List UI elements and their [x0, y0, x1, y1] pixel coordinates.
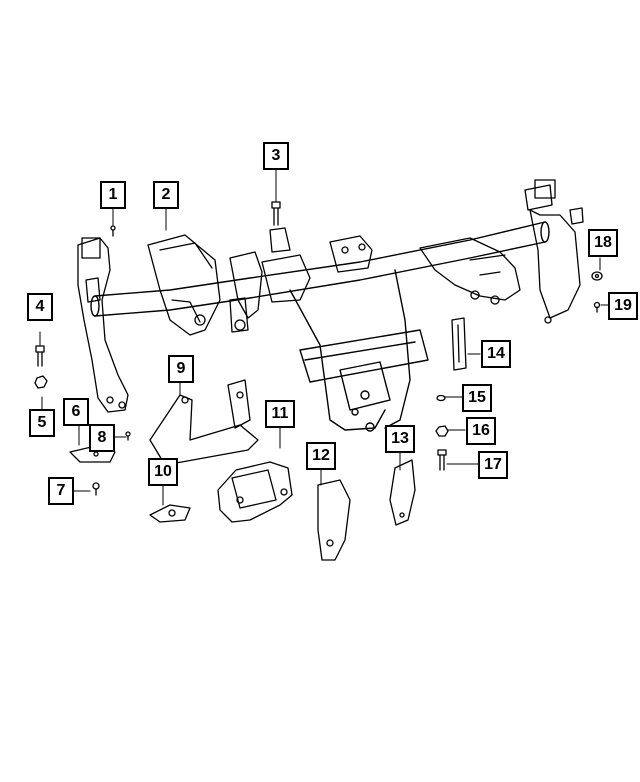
callout-number: 14 — [487, 345, 505, 362]
brace-13 — [389, 459, 416, 526]
screw-8 — [125, 431, 131, 441]
callout-number: 10 — [154, 463, 172, 480]
left-end-bracket — [77, 237, 129, 413]
callout-number: 12 — [312, 447, 330, 464]
callout-18: 18 — [588, 229, 618, 257]
bolt-17 — [437, 449, 447, 471]
bracket-12 — [317, 479, 351, 561]
callout-number: 2 — [161, 186, 171, 203]
callout-number: 5 — [37, 414, 47, 431]
callout-number: 3 — [271, 147, 281, 164]
callout-number: 4 — [35, 298, 45, 315]
strip-14 — [451, 317, 467, 371]
callout-12: 12 — [306, 442, 336, 470]
callout-number: 8 — [97, 429, 107, 446]
callout-number: 17 — [484, 456, 502, 473]
bolt-4 — [35, 345, 45, 367]
bracket-11 — [217, 461, 293, 523]
callout-11: 11 — [265, 400, 295, 428]
callout-number: 18 — [594, 234, 612, 251]
callout-4: 4 — [27, 293, 53, 321]
right-bracket-assembly — [419, 179, 584, 324]
bracket-10 — [149, 504, 191, 523]
callout-number: 16 — [472, 422, 490, 439]
callout-2: 2 — [153, 181, 179, 209]
nut-16 — [435, 425, 449, 437]
callout-number: 15 — [468, 389, 486, 406]
cross-car-beam — [90, 221, 550, 317]
steering-support — [147, 234, 249, 336]
callout-19: 19 — [608, 292, 638, 320]
bracket-9 — [149, 379, 259, 466]
nut-5 — [34, 375, 48, 389]
leader-lines — [39, 169, 612, 506]
callout-7: 7 — [48, 477, 74, 505]
callout-number: 6 — [71, 403, 81, 420]
callout-15: 15 — [462, 384, 492, 412]
callout-number: 7 — [56, 482, 66, 499]
callout-9: 9 — [168, 355, 194, 383]
nut-15 — [436, 394, 446, 402]
callout-1: 1 — [100, 181, 126, 209]
center-stack-frame — [289, 269, 429, 432]
callout-6: 6 — [63, 398, 89, 426]
callout-8: 8 — [89, 424, 115, 452]
callout-number: 13 — [391, 430, 409, 447]
screw-19 — [593, 301, 601, 313]
washer-18 — [591, 271, 603, 281]
screw-7 — [92, 482, 100, 496]
screw-1 — [110, 225, 116, 237]
callout-16: 16 — [466, 417, 496, 445]
callout-10: 10 — [148, 458, 178, 486]
callout-17: 17 — [478, 451, 508, 479]
bolt-3 — [269, 201, 291, 253]
callout-5: 5 — [29, 409, 55, 437]
callout-3: 3 — [263, 142, 289, 170]
callout-number: 9 — [176, 360, 186, 377]
callout-number: 1 — [108, 186, 118, 203]
callout-number: 11 — [271, 405, 289, 422]
callout-number: 19 — [614, 297, 632, 314]
center-brackets — [229, 235, 373, 319]
callout-13: 13 — [385, 425, 415, 453]
callout-14: 14 — [481, 340, 511, 368]
